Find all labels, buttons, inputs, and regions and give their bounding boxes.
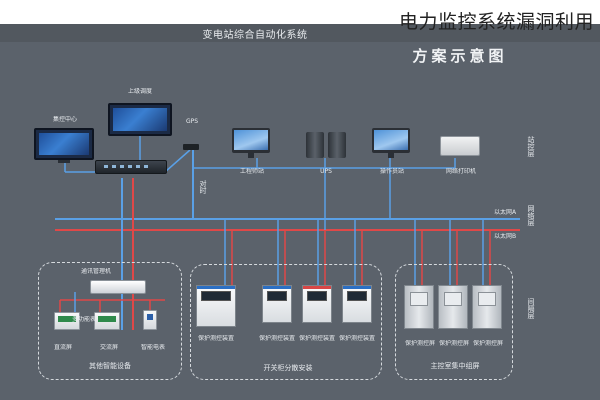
group-box-right bbox=[395, 264, 513, 380]
side-label-bay: 间隔层 bbox=[527, 298, 535, 319]
network-label-a: 以太网A bbox=[493, 209, 517, 216]
protection-panel-3 bbox=[472, 285, 502, 329]
control-center-monitor bbox=[34, 128, 94, 160]
middle-device-label-1: 保护测控装置 bbox=[197, 335, 234, 342]
left-group-name: 其他智能设备 bbox=[89, 362, 131, 370]
protection-device-1 bbox=[196, 285, 236, 327]
workstation-label-2: UPS bbox=[320, 168, 332, 175]
network-label-b: 以太网B bbox=[493, 233, 517, 240]
group-box-left bbox=[38, 262, 182, 380]
group-box-middle bbox=[190, 264, 382, 380]
middle-device-label-4: 保护测控装置 bbox=[338, 335, 375, 342]
left-device-label-2: 多功能表 bbox=[71, 316, 96, 323]
gps-sync-label: 对时 bbox=[199, 180, 207, 194]
protection-device-2 bbox=[262, 285, 292, 323]
smart-meter bbox=[143, 310, 157, 330]
operator-station-monitor bbox=[372, 128, 410, 153]
system-title: 变电站综合自动化系统 bbox=[202, 30, 308, 40]
left-device-label-3: 交流屏 bbox=[99, 344, 118, 351]
scheme-title: 方案示意图 bbox=[412, 47, 508, 65]
right-device-label-3: 保护测控屏 bbox=[472, 340, 503, 347]
protection-device-3 bbox=[302, 285, 332, 323]
middle-group-name: 开关柜分散安装 bbox=[263, 364, 313, 372]
engineer-station-monitor bbox=[232, 128, 270, 153]
upper-network-monitor bbox=[108, 103, 172, 136]
middle-device-label-3: 保护测控装置 bbox=[298, 335, 335, 342]
side-label-station: 站控层 bbox=[527, 136, 535, 157]
control-center-label: 集控中心 bbox=[52, 116, 77, 123]
gps-label: GPS bbox=[185, 118, 199, 125]
right-device-label-1: 保护测控屏 bbox=[404, 340, 435, 347]
gps-router bbox=[183, 144, 199, 150]
diagram-panel bbox=[0, 24, 600, 400]
right-group-name: 主控室集中组屏 bbox=[430, 362, 480, 370]
left-device-label-1: 直流屏 bbox=[53, 344, 72, 351]
workstation-label-4: 网络打印机 bbox=[445, 168, 476, 175]
dc-panel-meter bbox=[54, 312, 80, 330]
workstation-label-3: 操作员站 bbox=[379, 168, 404, 175]
right-device-label-2: 保护测控屏 bbox=[438, 340, 469, 347]
left-device-label-4: 智能电表 bbox=[140, 344, 165, 351]
page-title: 电力监控系统漏洞利用 bbox=[398, 11, 594, 33]
side-label-network: 网络层 bbox=[527, 205, 535, 226]
left-gateway-label: 通讯管理机 bbox=[80, 268, 111, 275]
workstation-label-1: 工程师站 bbox=[239, 168, 264, 175]
left-gateway-device bbox=[90, 280, 146, 294]
middle-device-label-2: 保护测控装置 bbox=[258, 335, 295, 342]
protection-panel-1 bbox=[404, 285, 434, 329]
panel-header bbox=[0, 24, 600, 42]
protection-device-4 bbox=[342, 285, 372, 323]
ups-server-1 bbox=[306, 132, 324, 158]
ups-server-2 bbox=[328, 132, 346, 158]
upper-network-label: 上级调度 bbox=[127, 88, 152, 95]
network-switch bbox=[95, 160, 167, 174]
network-printer bbox=[440, 136, 480, 156]
protection-panel-2 bbox=[438, 285, 468, 329]
multifunction-meter bbox=[94, 312, 120, 330]
